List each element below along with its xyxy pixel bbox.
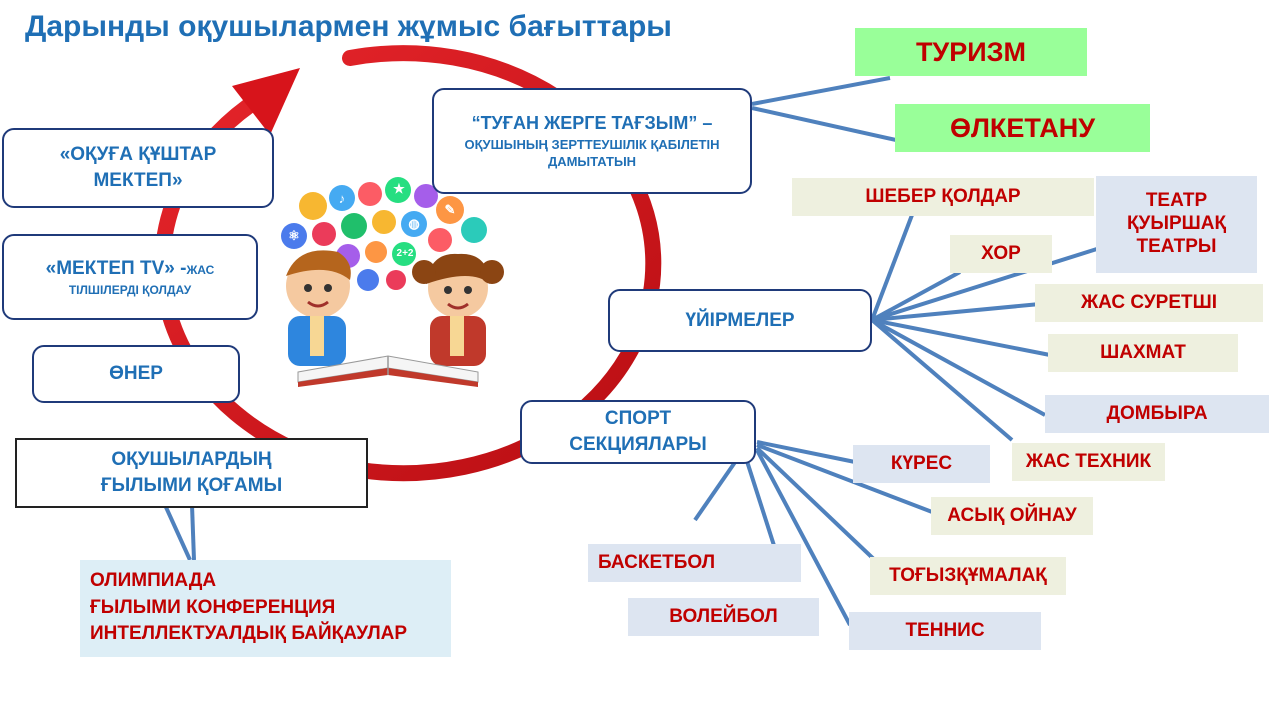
gylymi-kogam-box: ОҚУШЫЛАРДЫҢ ҒЫЛЫМИ ҚОҒАМЫ bbox=[15, 438, 368, 508]
teatr-line3: ТЕАТРЫ bbox=[1136, 235, 1217, 257]
mektep-main: «МЕКТЕП TV» - bbox=[45, 258, 187, 280]
illustration-graphic bbox=[281, 177, 504, 387]
sheber-koldar-tag: ШЕБЕР ҚОЛДАР bbox=[792, 178, 1094, 216]
turizm-tag: ТУРИЗМ bbox=[855, 28, 1087, 76]
children-book-illustration: ★ ♪ ⚛ ✎ ◍ 2+2 bbox=[258, 176, 520, 388]
star-icon: ★ bbox=[393, 181, 405, 196]
tugan-line1: “ТУҒАН ЖЕРГЕ ТАҒЗЫМ” – bbox=[471, 113, 713, 134]
uirmeler-box: ҮЙІРМЕЛЕР bbox=[608, 289, 872, 352]
olketanu-tag: ӨЛКЕТАНУ bbox=[895, 104, 1150, 152]
music-icon: ♪ bbox=[338, 190, 346, 206]
uirmeler-label: ҮЙІРМЕЛЕР bbox=[685, 309, 795, 331]
dombyra-tag: ДОМБЫРА bbox=[1045, 395, 1269, 433]
hor-tag: ХОР bbox=[950, 235, 1052, 273]
teatr-line2: ҚУЫРШАҚ bbox=[1126, 213, 1227, 235]
shahmat-tag: ШАХМАТ bbox=[1048, 334, 1238, 372]
math-icon: 2+2 bbox=[396, 247, 414, 259]
pencil-icon: ✎ bbox=[444, 202, 456, 217]
atom-icon: ⚛ bbox=[288, 228, 300, 243]
olimpiada-box: ОЛИМПИАДА ҒЫЛЫМИ КОНФЕРЕНЦИЯ ИНТЕЛЛЕКТУА… bbox=[80, 560, 451, 657]
uirmeler-connectors bbox=[870, 214, 1101, 442]
teatr-line1: ТЕАТР bbox=[1145, 190, 1208, 212]
globe-icon: ◍ bbox=[408, 216, 420, 231]
sport-line1: СПОРТ bbox=[604, 408, 672, 430]
oner-box: ӨНЕР bbox=[32, 345, 240, 403]
mektep-tv-box: «МЕКТЕП TV» -ЖАС ТІЛШІЛЕРДІ ҚОЛДАУ bbox=[2, 234, 258, 320]
okuga-line2: МЕКТЕП» bbox=[93, 170, 183, 191]
zhas-tehnik-tag: ЖАС ТЕХНИК bbox=[1012, 443, 1165, 481]
tennis-tag: ТЕННИС bbox=[849, 612, 1041, 650]
tugan-zherge-box: “ТУҒАН ЖЕРГЕ ТАҒЗЫМ” – ОҚУШЫНЫҢ ЗЕРТТЕУШ… bbox=[432, 88, 752, 194]
oner-label: ӨНЕР bbox=[109, 363, 163, 385]
voleibol-tag: ВОЛЕЙБОЛ bbox=[628, 598, 819, 636]
okuga-line1: «ОҚУҒА ҚҰШТАР bbox=[59, 144, 217, 166]
zhas-suretshi-tag: ЖАС СУРЕТШІ bbox=[1035, 284, 1263, 322]
gylymi-line2: ҒЫЛЫМИ ҚОҒАМЫ bbox=[100, 475, 283, 496]
connector-turizm bbox=[751, 76, 891, 106]
tugan-line3: ДАМЫТАТЫН bbox=[547, 154, 637, 170]
sport-box: СПОРТ СЕКЦИЯЛАРЫ bbox=[520, 400, 756, 464]
mektep-small: ЖАС bbox=[186, 263, 215, 278]
gylymi-connectors bbox=[163, 504, 196, 561]
sport-connectors bbox=[693, 440, 941, 626]
tugan-line2: ОҚУШЫНЫҢ ЗЕРТТЕУШІЛІК ҚАБІЛЕТІН bbox=[464, 136, 720, 152]
togyzkumalak-tag: ТОҒЫЗҚҰМАЛАҚ bbox=[870, 557, 1066, 595]
page-title: Дарынды оқушылармен жұмыс бағыттары bbox=[25, 10, 672, 43]
sport-line2: СЕКЦИЯЛАРЫ bbox=[569, 434, 707, 455]
connector-olketanu bbox=[751, 106, 906, 144]
olimpiada-line1: ОЛИМПИАДА bbox=[90, 570, 217, 591]
teatr-tag: ТЕАТР ҚУЫРШАҚ ТЕАТРЫ bbox=[1096, 176, 1257, 273]
mektep-line1: «МЕКТЕП TV» -ЖАС bbox=[46, 256, 215, 282]
olimpiada-line2: ҒЫЛЫМИ КОНФЕРЕНЦИЯ bbox=[90, 596, 336, 618]
mektep-line2: ТІЛШІЛЕРДІ ҚОЛДАУ bbox=[68, 282, 192, 297]
kures-tag: КҮРЕС bbox=[853, 445, 990, 483]
basketbol-tag: БАСКЕТБОЛ bbox=[588, 544, 801, 582]
gylymi-line1: ОҚУШЫЛАРДЫҢ bbox=[111, 449, 272, 471]
okuga-kushtar-box: «ОҚУҒА ҚҰШТАР МЕКТЕП» bbox=[2, 128, 274, 208]
asyk-oinau-tag: АСЫҚ ОЙНАУ bbox=[931, 497, 1093, 535]
red-cycle-arrowhead bbox=[232, 68, 300, 135]
olimpiada-line3: ИНТЕЛЛЕКТУАЛДЫҚ БАЙҚАУЛАР bbox=[90, 623, 408, 645]
